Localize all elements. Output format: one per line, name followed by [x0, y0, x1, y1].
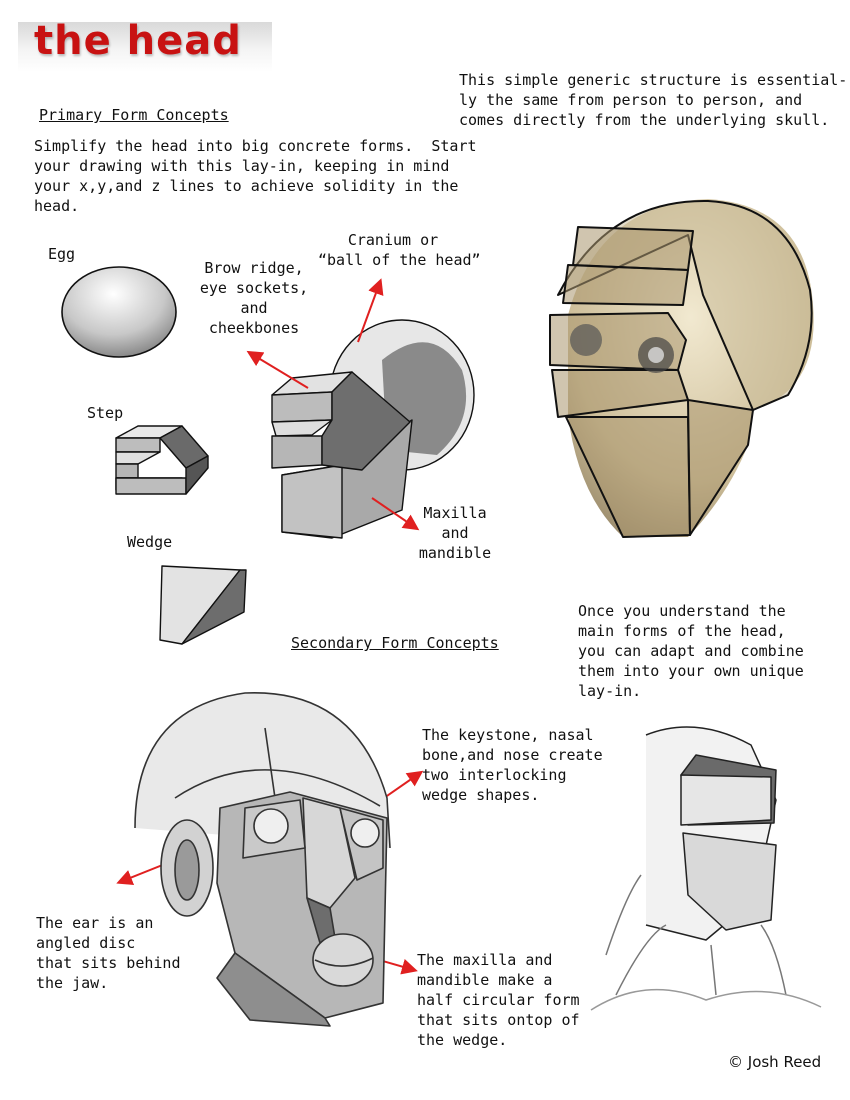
keystone-text: The keystone, nasal bone,and nose create…	[422, 726, 603, 804]
cranium-arrow	[357, 278, 384, 343]
primary-head-diagram	[271, 319, 475, 539]
maxilla-mandible-text: The maxilla and mandible make a half cir…	[417, 951, 580, 1049]
layin-sketch	[590, 726, 822, 1011]
secondary-head-drawing	[134, 692, 391, 1027]
brow-arrow	[246, 350, 309, 389]
ear-text: The ear is an angled disc that sits behi…	[36, 914, 181, 992]
page-title: the head	[34, 18, 242, 64]
skull-photo-overlay	[549, 199, 814, 538]
step-shape	[115, 425, 209, 495]
secondary-heading: Secondary Form Concepts	[291, 634, 499, 652]
intro-text: This simple generic structure is essenti…	[459, 71, 848, 129]
maxilla-label: Maxilla and mandible	[418, 504, 492, 562]
egg-label: Egg	[48, 245, 76, 263]
wedge-label: Wedge	[127, 533, 173, 551]
primary-heading: Primary Form Concepts	[39, 106, 229, 124]
egg-shape	[61, 266, 177, 358]
once-text: Once you understand the main forms of th…	[578, 602, 804, 700]
copyright: © Josh Reed	[728, 1053, 822, 1071]
step-label: Step	[87, 404, 124, 422]
title-banner	[18, 22, 272, 72]
primary-text: Simplify the head into big concrete form…	[34, 137, 477, 215]
brow-label: Brow ridge, eye sockets, and cheekbones	[199, 259, 309, 337]
maxilla-arrow	[371, 497, 420, 531]
wedge-shape	[159, 565, 247, 645]
